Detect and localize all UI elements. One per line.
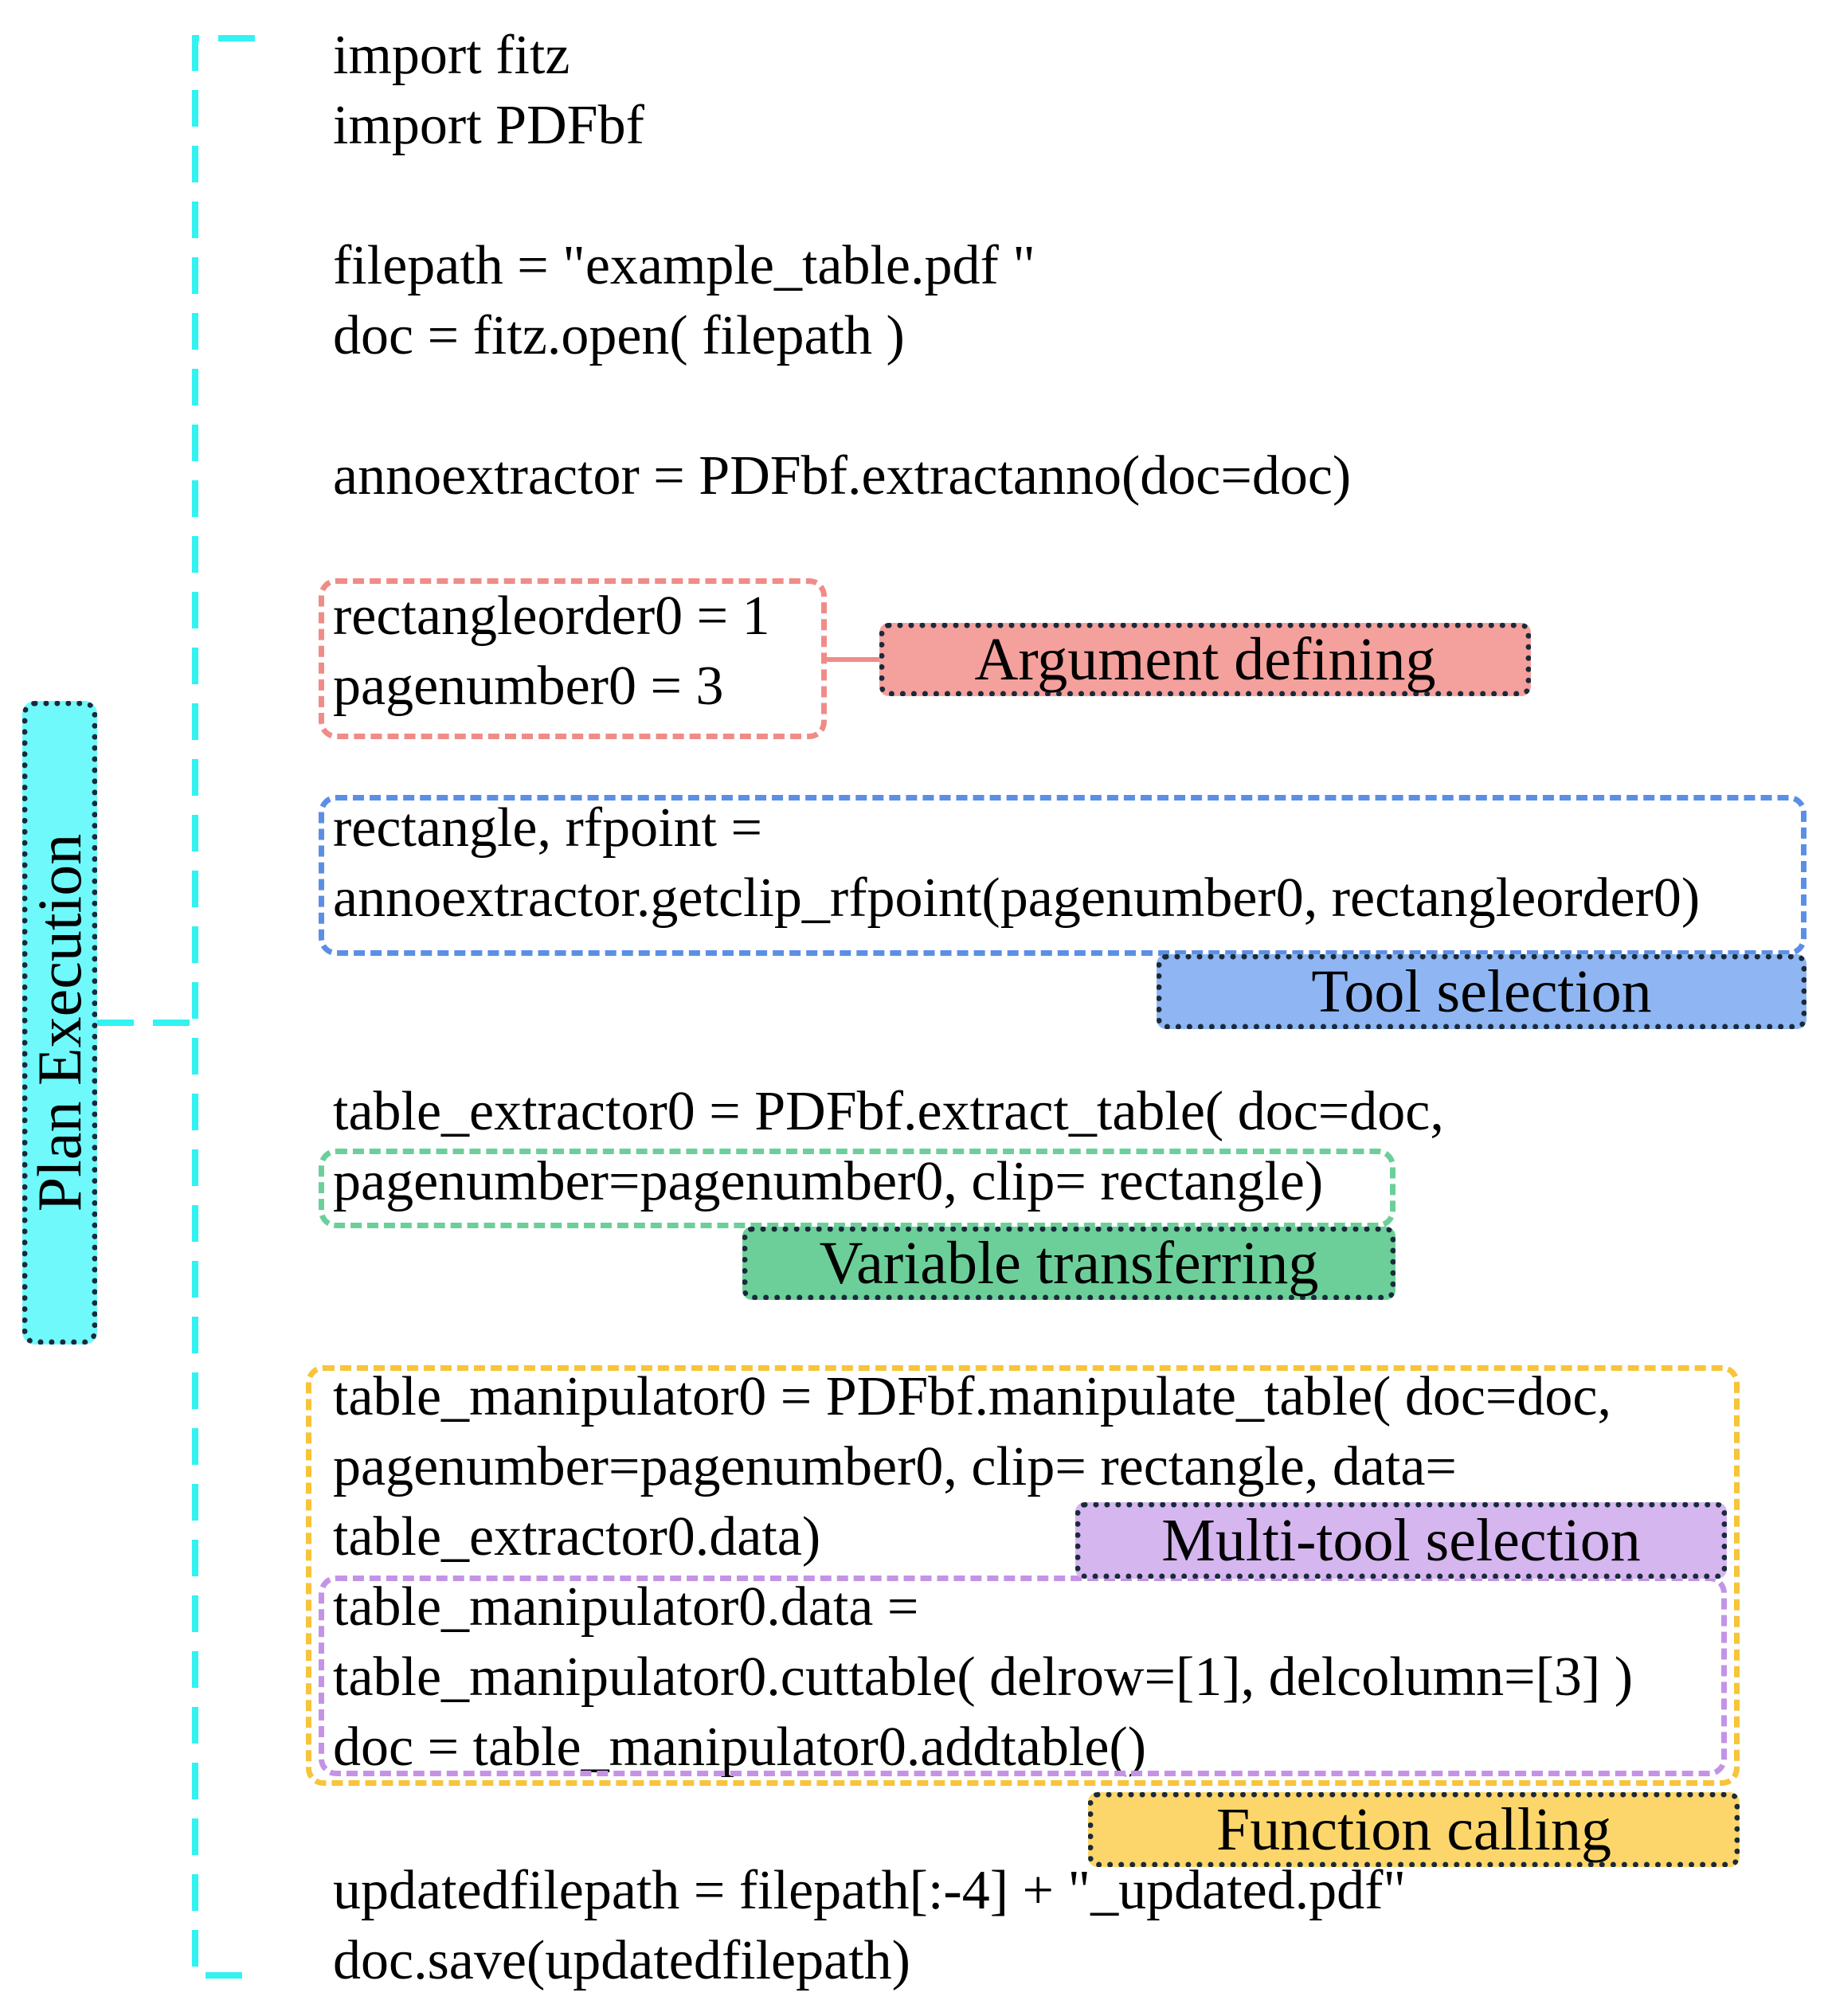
code-line: rectangle, rfpoint = bbox=[333, 797, 762, 859]
code-line: pagenumber=pagenumber0, clip= rectangle,… bbox=[333, 1436, 1457, 1497]
variable-transferring-tag: Variable transferring bbox=[742, 1227, 1395, 1300]
tool-selection-label: Tool selection bbox=[1311, 958, 1652, 1025]
argument-defining-label: Argument defining bbox=[974, 626, 1436, 693]
code-line: import PDFbf bbox=[333, 95, 644, 156]
code-line: doc = fitz.open( filepath ) bbox=[333, 305, 905, 366]
function-box bbox=[306, 1365, 1740, 1786]
function-calling-tag: Function calling bbox=[1088, 1792, 1740, 1867]
argument-defining-tag: Argument defining bbox=[879, 623, 1531, 696]
code-line: table_manipulator0.data = bbox=[333, 1576, 919, 1638]
argument-box bbox=[319, 578, 827, 739]
code-line: annoextractor = PDFbf.extractanno(doc=do… bbox=[333, 445, 1352, 507]
code-line: pagenumber0 = 3 bbox=[333, 656, 724, 717]
tool-box bbox=[319, 795, 1806, 956]
code-line: table_extractor0 = PDFbf.extract_table( … bbox=[333, 1081, 1444, 1142]
tool-selection-tag: Tool selection bbox=[1157, 954, 1806, 1029]
code-line: import fitz bbox=[333, 25, 570, 86]
function-calling-label: Function calling bbox=[1215, 1796, 1612, 1863]
plan-execution-label: Plan Execution bbox=[25, 833, 94, 1212]
code-line: table_manipulator0 = PDFbf.manipulate_ta… bbox=[333, 1366, 1611, 1427]
variable-box bbox=[319, 1149, 1395, 1228]
multi-tool-selection-label: Multi-tool selection bbox=[1161, 1507, 1641, 1574]
code-line: filepath = "example_table.pdf " bbox=[333, 235, 1035, 296]
multi-tool-selection-tag: Multi-tool selection bbox=[1075, 1502, 1727, 1579]
plan-execution-tag bbox=[22, 701, 97, 1345]
code-line: doc = table_manipulator0.addtable() bbox=[333, 1717, 1147, 1778]
code-line: pagenumber=pagenumber0, clip= rectangle) bbox=[333, 1151, 1324, 1212]
code-line: annoextractor.getclip_rfpoint(pagenumber… bbox=[333, 867, 1701, 929]
code-line: doc.save(updatedfilepath) bbox=[333, 1930, 910, 1991]
code-line: table_extractor0.data) bbox=[333, 1506, 821, 1568]
code-line: table_manipulator0.cuttable( delrow=[1],… bbox=[333, 1646, 1634, 1708]
multi-tool-box bbox=[319, 1576, 1727, 1776]
code-line: rectangleorder0 = 1 bbox=[333, 585, 770, 647]
code-line: updatedfilepath = filepath[:-4] + "_upda… bbox=[333, 1860, 1407, 1921]
variable-transferring-label: Variable transferring bbox=[819, 1230, 1319, 1297]
